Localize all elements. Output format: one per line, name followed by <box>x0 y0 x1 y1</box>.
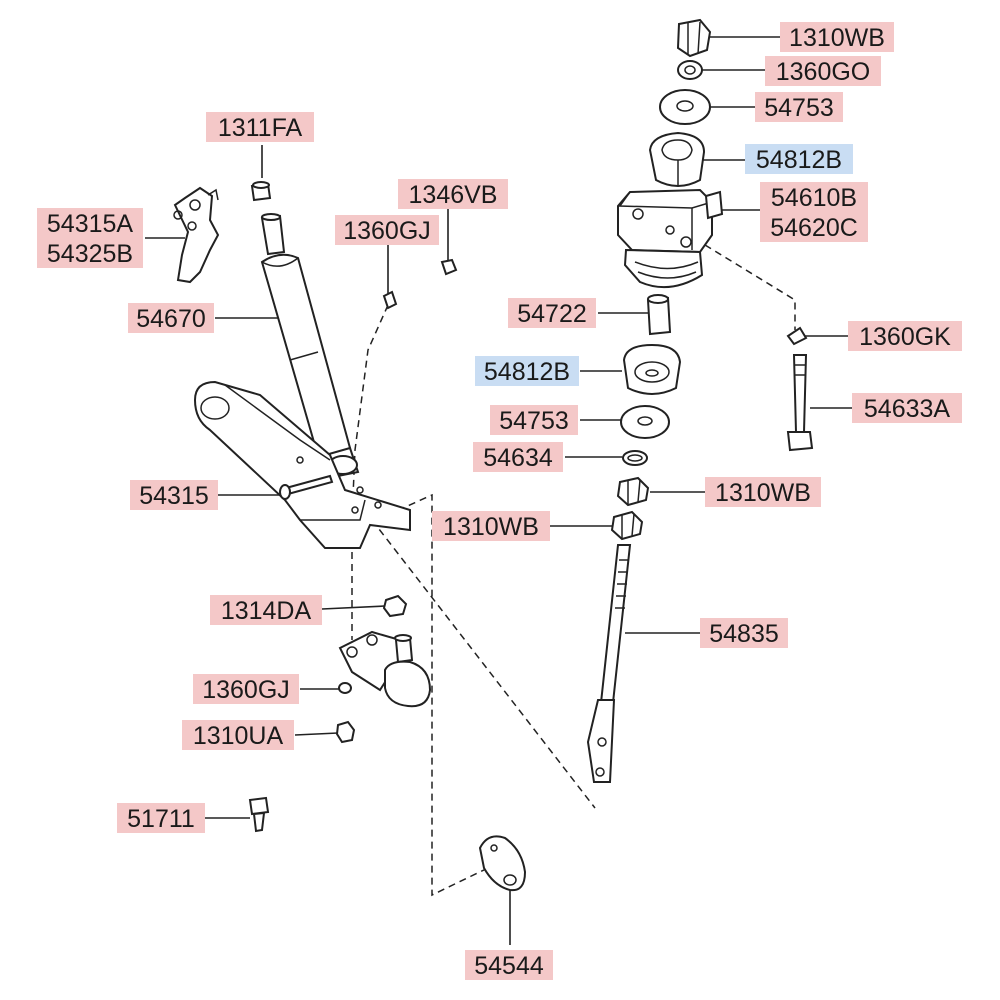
label-text: 54753 <box>764 94 834 122</box>
label-text: 54812B <box>756 146 842 174</box>
label-text: 1310UA <box>193 722 284 750</box>
label-54315a[interactable]: 54315A <box>37 208 143 238</box>
nut-1310wb-low-drawing <box>610 510 644 541</box>
label-54835[interactable]: 54835 <box>700 618 788 648</box>
washer-1360go-drawing <box>677 60 703 80</box>
nut-1310ua-drawing <box>335 720 356 744</box>
label-1310wb-top[interactable]: 1310WB <box>780 22 894 52</box>
label-1360gj-top[interactable]: 1360GJ <box>335 215 439 245</box>
label-text: 54634 <box>483 444 553 472</box>
label-54722[interactable]: 54722 <box>508 298 596 328</box>
label-54753-mid[interactable]: 54753 <box>490 405 578 435</box>
bolt-54315-drawing <box>279 474 334 500</box>
leader-lines <box>145 36 852 945</box>
bushing-54812b-mid-drawing <box>622 343 682 395</box>
label-text: 54620C <box>770 214 858 242</box>
ball-joint-drawing <box>338 630 432 708</box>
bolt-51711-drawing <box>248 796 270 833</box>
washer-1360gj-top-drawing <box>382 290 398 310</box>
label-1310ua[interactable]: 1310UA <box>182 720 294 750</box>
label-51711[interactable]: 51711 <box>117 803 205 833</box>
label-text: 54544 <box>474 952 544 980</box>
nut-1310wb-top-drawing <box>676 18 712 58</box>
label-text: 1346VB <box>409 181 498 209</box>
label-text: 54315 <box>139 482 209 510</box>
label-54544[interactable]: 54544 <box>465 950 553 980</box>
label-text: 1311FA <box>218 114 303 142</box>
label-text: 1360GK <box>859 323 951 351</box>
label-text: 1310WB <box>443 513 539 541</box>
label-1360gk[interactable]: 1360GK <box>848 321 962 351</box>
washer-1360gj-low-drawing <box>338 682 352 694</box>
label-54812b-mid[interactable]: 54812B <box>475 356 579 386</box>
label-text: 54753 <box>499 407 569 435</box>
label-text: 1360GJ <box>343 217 431 245</box>
label-text: 1310WB <box>789 24 885 52</box>
label-1346vb[interactable]: 1346VB <box>398 179 508 209</box>
lower-arm-drawing <box>193 380 411 549</box>
nut-1314da-drawing <box>382 594 408 618</box>
ring-54634-drawing <box>622 450 648 466</box>
bolt-54633a-drawing <box>786 354 814 452</box>
label-54670[interactable]: 54670 <box>128 303 214 333</box>
label-text: 54633A <box>864 395 951 423</box>
nut-1346vb-drawing <box>440 258 458 276</box>
bushing-1311fa-drawing <box>250 181 272 202</box>
label-text: 54812B <box>484 358 570 386</box>
label-54633a[interactable]: 54633A <box>852 393 962 423</box>
label-54634[interactable]: 54634 <box>473 442 563 472</box>
label-54753-top[interactable]: 54753 <box>755 92 843 122</box>
label-1311fa[interactable]: 1311FA <box>206 112 314 142</box>
spacer-54722-drawing <box>646 294 672 336</box>
label-text: 1360GJ <box>202 676 290 704</box>
dashed-assembly-lines <box>351 244 796 897</box>
label-text: 54835 <box>709 620 779 648</box>
label-text: 54670 <box>136 305 206 333</box>
plate-54544-drawing <box>478 835 527 892</box>
bracket-54315a-drawing <box>173 186 220 284</box>
label-1314da[interactable]: 1314DA <box>210 595 322 625</box>
label-text: 1314DA <box>221 597 312 625</box>
label-54610b[interactable]: 54610B <box>760 182 868 212</box>
label-1360go[interactable]: 1360GO <box>765 56 881 86</box>
label-54812b-top[interactable]: 54812B <box>745 144 853 174</box>
washer-54753-mid-drawing <box>620 405 670 439</box>
bracket-54610b-drawing <box>617 188 724 289</box>
label-1310wb-low[interactable]: 1310WB <box>432 511 550 541</box>
label-text: 54325B <box>47 240 133 268</box>
washer-1360gk-drawing <box>786 326 808 346</box>
part-labels: 1310WB 1360GO 54753 54812B 54610B 54620C… <box>37 22 962 980</box>
label-text: 1360GO <box>776 58 871 86</box>
bushing-54812b-top-drawing <box>648 131 706 187</box>
washer-54753-top-drawing <box>659 89 711 125</box>
nut-1310wb-mid-drawing <box>616 476 650 507</box>
label-54315[interactable]: 54315 <box>130 480 218 510</box>
label-text: 54315A <box>47 210 134 238</box>
label-text: 54610B <box>771 184 857 212</box>
label-1360gj-low[interactable]: 1360GJ <box>193 674 299 704</box>
label-1310wb-mid[interactable]: 1310WB <box>705 477 821 507</box>
shock-absorber-54670-drawing <box>260 213 360 480</box>
label-54325b[interactable]: 54325B <box>37 238 143 268</box>
label-text: 54722 <box>517 300 587 328</box>
rod-54835-drawing <box>586 544 632 783</box>
label-text: 1310WB <box>715 479 811 507</box>
label-54620c[interactable]: 54620C <box>760 212 868 242</box>
label-text: 51711 <box>127 805 195 833</box>
